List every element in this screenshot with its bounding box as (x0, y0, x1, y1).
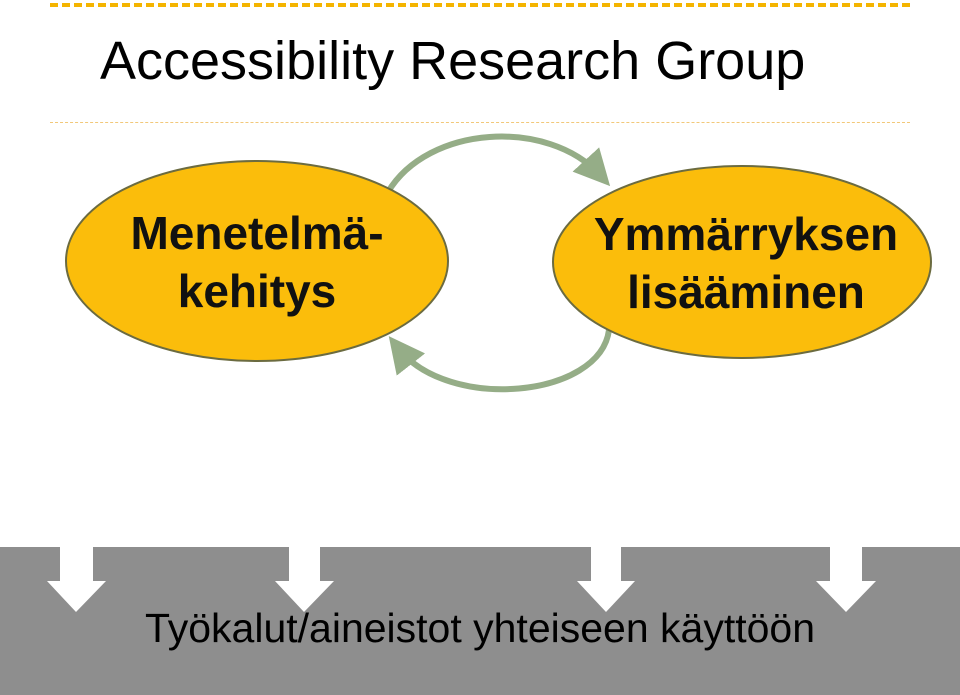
down-arrow-3 (577, 547, 635, 612)
node-increasing-understanding: Ymmärryksen lisääminen (552, 165, 932, 359)
top-dashed-rule (50, 3, 910, 7)
banner-text: Työkalut/aineistot yhteiseen käyttöön (144, 605, 816, 651)
output-banner (0, 547, 960, 695)
title-dashed-rule (50, 122, 910, 123)
cycle-arrow-top (385, 133, 611, 195)
page-title: Accessibility Research Group (100, 31, 806, 91)
node-increasing-understanding-line2: lisääminen (627, 266, 865, 318)
down-arrow-2 (275, 547, 334, 612)
down-arrow-1 (47, 547, 106, 612)
node-increasing-understanding-line1: Ymmärryksen (594, 208, 898, 260)
node-method-development-line1: Menetelmä- (130, 207, 383, 259)
node-method-development: Menetelmä- kehitys (65, 160, 449, 362)
down-arrow-4 (816, 547, 876, 612)
node-method-development-line2: kehitys (178, 265, 337, 317)
cycle-arrow-bottom (388, 327, 612, 393)
